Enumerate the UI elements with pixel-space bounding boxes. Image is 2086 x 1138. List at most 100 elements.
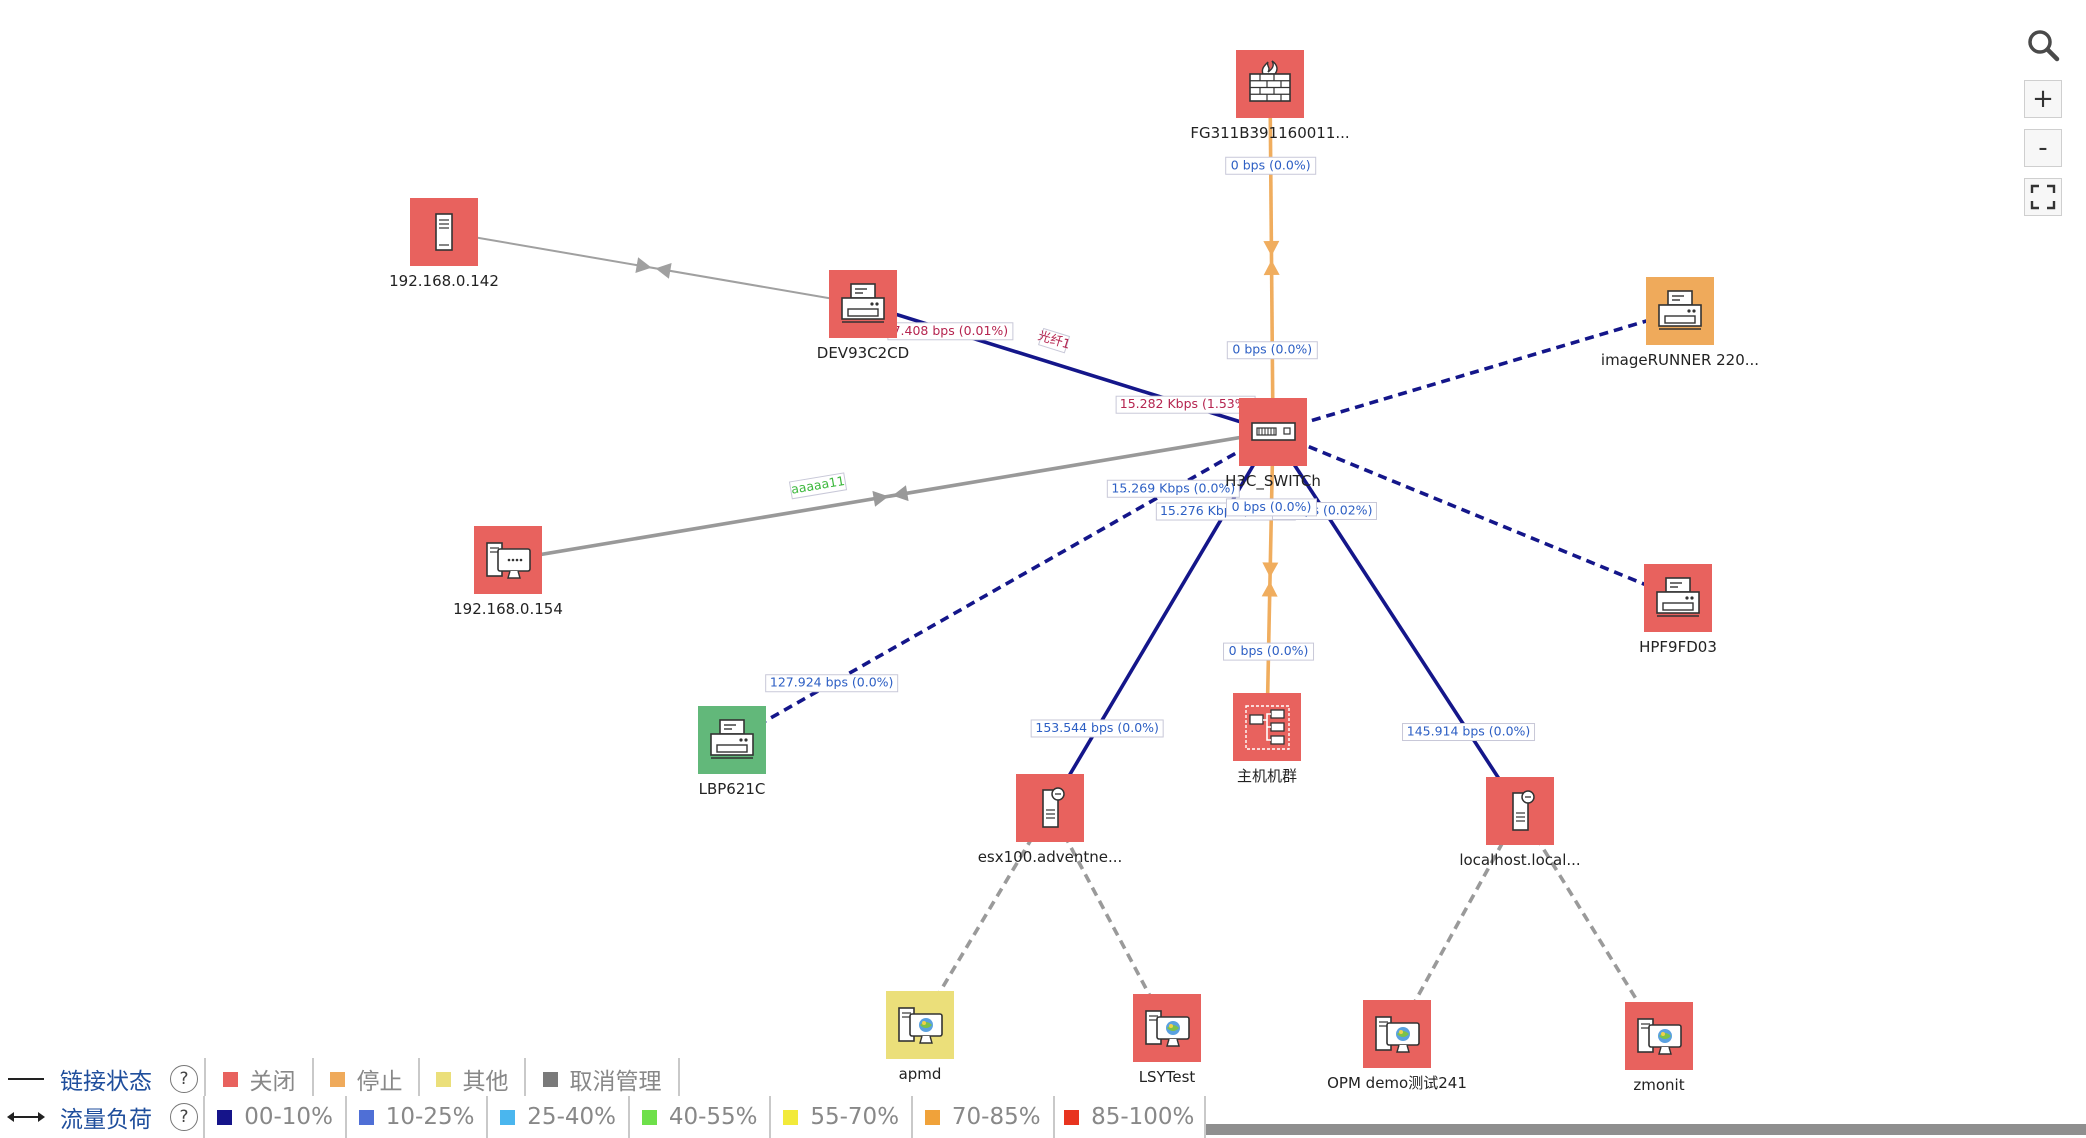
node-hpf[interactable]: HPF9FD03 [1639, 564, 1717, 656]
node-lbp[interactable]: LBP621C [698, 706, 766, 798]
link-traffic-label: 0 bps (0.0%) [1225, 498, 1317, 517]
node-s154[interactable]: 192.168.0.154 [453, 526, 563, 618]
legend-label: 70-85% [951, 1104, 1041, 1130]
node-zmonit[interactable]: zmonit [1625, 1002, 1693, 1094]
zoom-in-button[interactable]: + [2024, 80, 2062, 118]
svg-text:127.924 bps (0.0%): 127.924 bps (0.0%) [770, 675, 894, 690]
legend-swatch [222, 1071, 238, 1087]
line-icon [0, 1074, 52, 1084]
node-cluster[interactable]: 主机机群 [1233, 693, 1301, 785]
link-arrow [872, 490, 889, 507]
legend-traffic-load: 流量负荷 ? 00-10% 10-25% 25-40% 40-55% 55-70… [0, 1096, 1206, 1138]
svg-text:145.914 bps (0.0%): 145.914 bps (0.0%) [1407, 724, 1531, 739]
node-esx[interactable]: esx100.adventne... [978, 774, 1123, 866]
node-fw[interactable]: FG311B391160011... [1190, 50, 1350, 142]
node-label: esx100.adventne... [978, 848, 1123, 866]
legend-swatch [217, 1109, 233, 1125]
node-label: LBP621C [699, 780, 766, 798]
node-label: LSYTest [1139, 1068, 1196, 1086]
legend-traffic-load-title-cell: 流量负荷 ? [0, 1096, 206, 1138]
legend-swatch [641, 1109, 657, 1125]
link-apmd-esx[interactable] [918, 807, 1052, 1026]
legend-label: 25-40% [527, 1104, 616, 1130]
legend-swatch [924, 1109, 940, 1125]
legend-load-5: 70-85% [913, 1096, 1055, 1138]
node-label: 192.168.0.154 [453, 600, 563, 618]
legend-load-0: 00-10% [205, 1096, 347, 1138]
legend-load-6: 85-100% [1055, 1096, 1206, 1138]
node-dev93[interactable]: DEV93C2CD [817, 270, 909, 362]
horizontal-scrollbar[interactable] [1206, 1124, 2086, 1135]
legend-swatch [329, 1071, 345, 1087]
node-label: HPF9FD03 [1639, 638, 1717, 656]
node-switch[interactable]: H3C_SWITCh [1225, 398, 1321, 491]
legend-label: 关闭 [249, 1069, 296, 1095]
zoom-out-button[interactable]: - [2024, 129, 2062, 167]
link-traffic-label: 15.269 Kbps (0.0%) [1106, 479, 1240, 498]
legend-label: 停止 [356, 1069, 403, 1095]
link-arrow [1263, 259, 1280, 276]
fit-screen-button[interactable] [2024, 178, 2062, 216]
node-label: imageRUNNER 220... [1601, 351, 1759, 369]
legend-swatch [542, 1071, 558, 1087]
node-label: apmd [899, 1065, 942, 1083]
node-opm[interactable]: OPM demo测试241 [1327, 1000, 1467, 1092]
legend-swatch [358, 1109, 374, 1125]
svg-text:0 bps (0.0%): 0 bps (0.0%) [1231, 157, 1311, 172]
link-arrow [1261, 581, 1278, 597]
node-label: FG311B391160011... [1190, 124, 1349, 142]
node-label: H3C_SWITCh [1225, 472, 1321, 491]
link-arrow [892, 485, 909, 502]
legend-swatch [783, 1109, 799, 1125]
node-label: 192.168.0.142 [389, 272, 499, 290]
link-labels-layer: 0 bps (0.0%) 0 bps (0.0%) 7.408 bps (0.01%… [765, 156, 1536, 742]
link-cluster-switch[interactable] [1265, 431, 1275, 728]
link-traffic-label: 0 bps (0.0%) [1226, 341, 1318, 360]
legend-label: 取消管理 [569, 1069, 662, 1095]
svg-text:7.408 bps (0.01%): 7.408 bps (0.01%) [893, 323, 1009, 338]
link-s142-dev93[interactable] [443, 231, 864, 305]
link-traffic-label: 光纤1 [1036, 328, 1072, 354]
link-localhost-switch[interactable] [1271, 431, 1522, 812]
legend-load-4: 55-70% [771, 1096, 913, 1138]
server-icon [435, 213, 453, 251]
svg-text:0 bps (0.0%): 0 bps (0.0%) [1232, 342, 1312, 357]
node-label: 主机机群 [1237, 767, 1297, 785]
legend-label: 40-55% [668, 1104, 758, 1130]
legend-link-status-title: 链接状态 [60, 1069, 152, 1095]
legend-label: 10-25% [385, 1104, 475, 1130]
link-opm-localhost[interactable] [1395, 810, 1522, 1035]
fullscreen-icon [2030, 184, 2056, 210]
legend-traffic-load-help-button[interactable]: ? [170, 1103, 198, 1131]
link-lsy-esx[interactable] [1048, 807, 1169, 1029]
link-traffic-label: aaaaa11 [788, 472, 848, 500]
link-s154-switch[interactable] [507, 430, 1274, 562]
legend-load-1: 10-25% [347, 1096, 489, 1138]
legend-status-unmanaged: 取消管理 [526, 1058, 680, 1100]
legend-swatch [435, 1071, 451, 1087]
legend-label: 其他 [462, 1069, 509, 1095]
link-traffic-label: 0 bps (0.0%) [1223, 642, 1315, 661]
switch-icon [1251, 422, 1296, 441]
node-s142[interactable]: 192.168.0.142 [389, 198, 499, 290]
link-traffic-label: 7.408 bps (0.01%) [887, 322, 1014, 341]
double-arrow-icon [0, 1109, 52, 1125]
legend-link-status: 链接状态 ? 关闭 停止 其他 取消管理 [0, 1058, 680, 1100]
link-arrow [655, 262, 672, 279]
link-traffic-label: 0 bps (0.0%) [1225, 156, 1317, 175]
node-label: OPM demo测试241 [1327, 1074, 1467, 1092]
svg-text:15.282 Kbps (1.53%): 15.282 Kbps (1.53%) [1120, 396, 1252, 411]
node-apmd[interactable]: apmd [886, 991, 954, 1083]
link-image-switch[interactable] [1272, 309, 1681, 434]
node-localhost[interactable]: localhost.local... [1459, 777, 1581, 869]
node-lsy[interactable]: LSYTest [1133, 994, 1201, 1086]
legend-link-status-title-cell: 链接状态 ? [0, 1058, 206, 1100]
link-traffic-label: 15.282 Kbps (1.53%) [1115, 395, 1256, 414]
link-hpf-switch[interactable] [1272, 430, 1679, 600]
legend-link-status-help-button[interactable]: ? [170, 1065, 198, 1093]
link-fw-switch[interactable] [1268, 83, 1275, 433]
search-icon[interactable] [2024, 26, 2062, 64]
node-image[interactable]: imageRUNNER 220... [1601, 277, 1759, 369]
link-arrow [635, 257, 652, 274]
